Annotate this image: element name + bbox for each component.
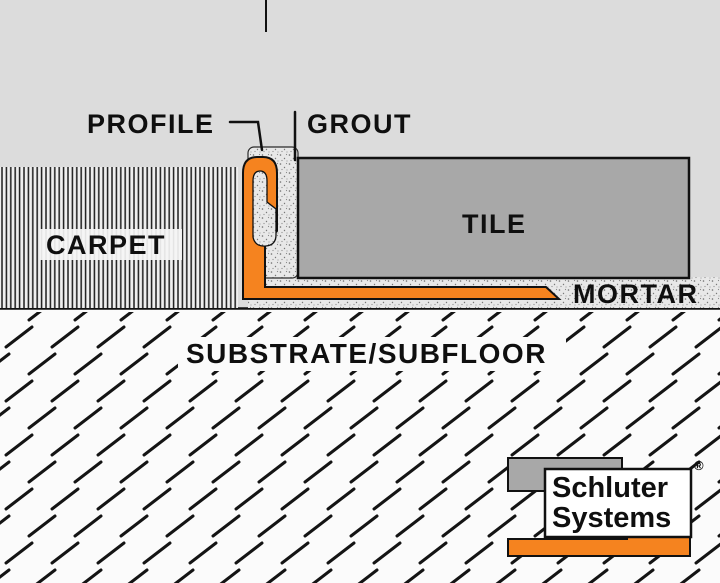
mortar-label: MORTAR	[573, 279, 698, 309]
profile-leader-line	[228, 120, 264, 152]
profile-channel	[252, 170, 277, 247]
logo-text-box	[543, 467, 693, 539]
logo-registered-mark: ®	[694, 458, 704, 473]
logo-text-line1: Schluter	[552, 472, 668, 504]
carpet-label-halo	[40, 229, 182, 260]
profile-label: PROFILE	[87, 109, 215, 139]
logo-text-line2: Systems	[552, 502, 671, 534]
grout-label: GROUT	[307, 109, 412, 139]
substrate-label: SUBSTRATE/SUBFLOOR	[186, 338, 547, 369]
substrate-label-halo	[178, 337, 566, 371]
carpet-label: CARPET	[46, 230, 166, 260]
tile-rect	[296, 156, 691, 280]
tile-label: TILE	[462, 209, 527, 239]
logo: Schluter Systems ®	[507, 457, 704, 557]
